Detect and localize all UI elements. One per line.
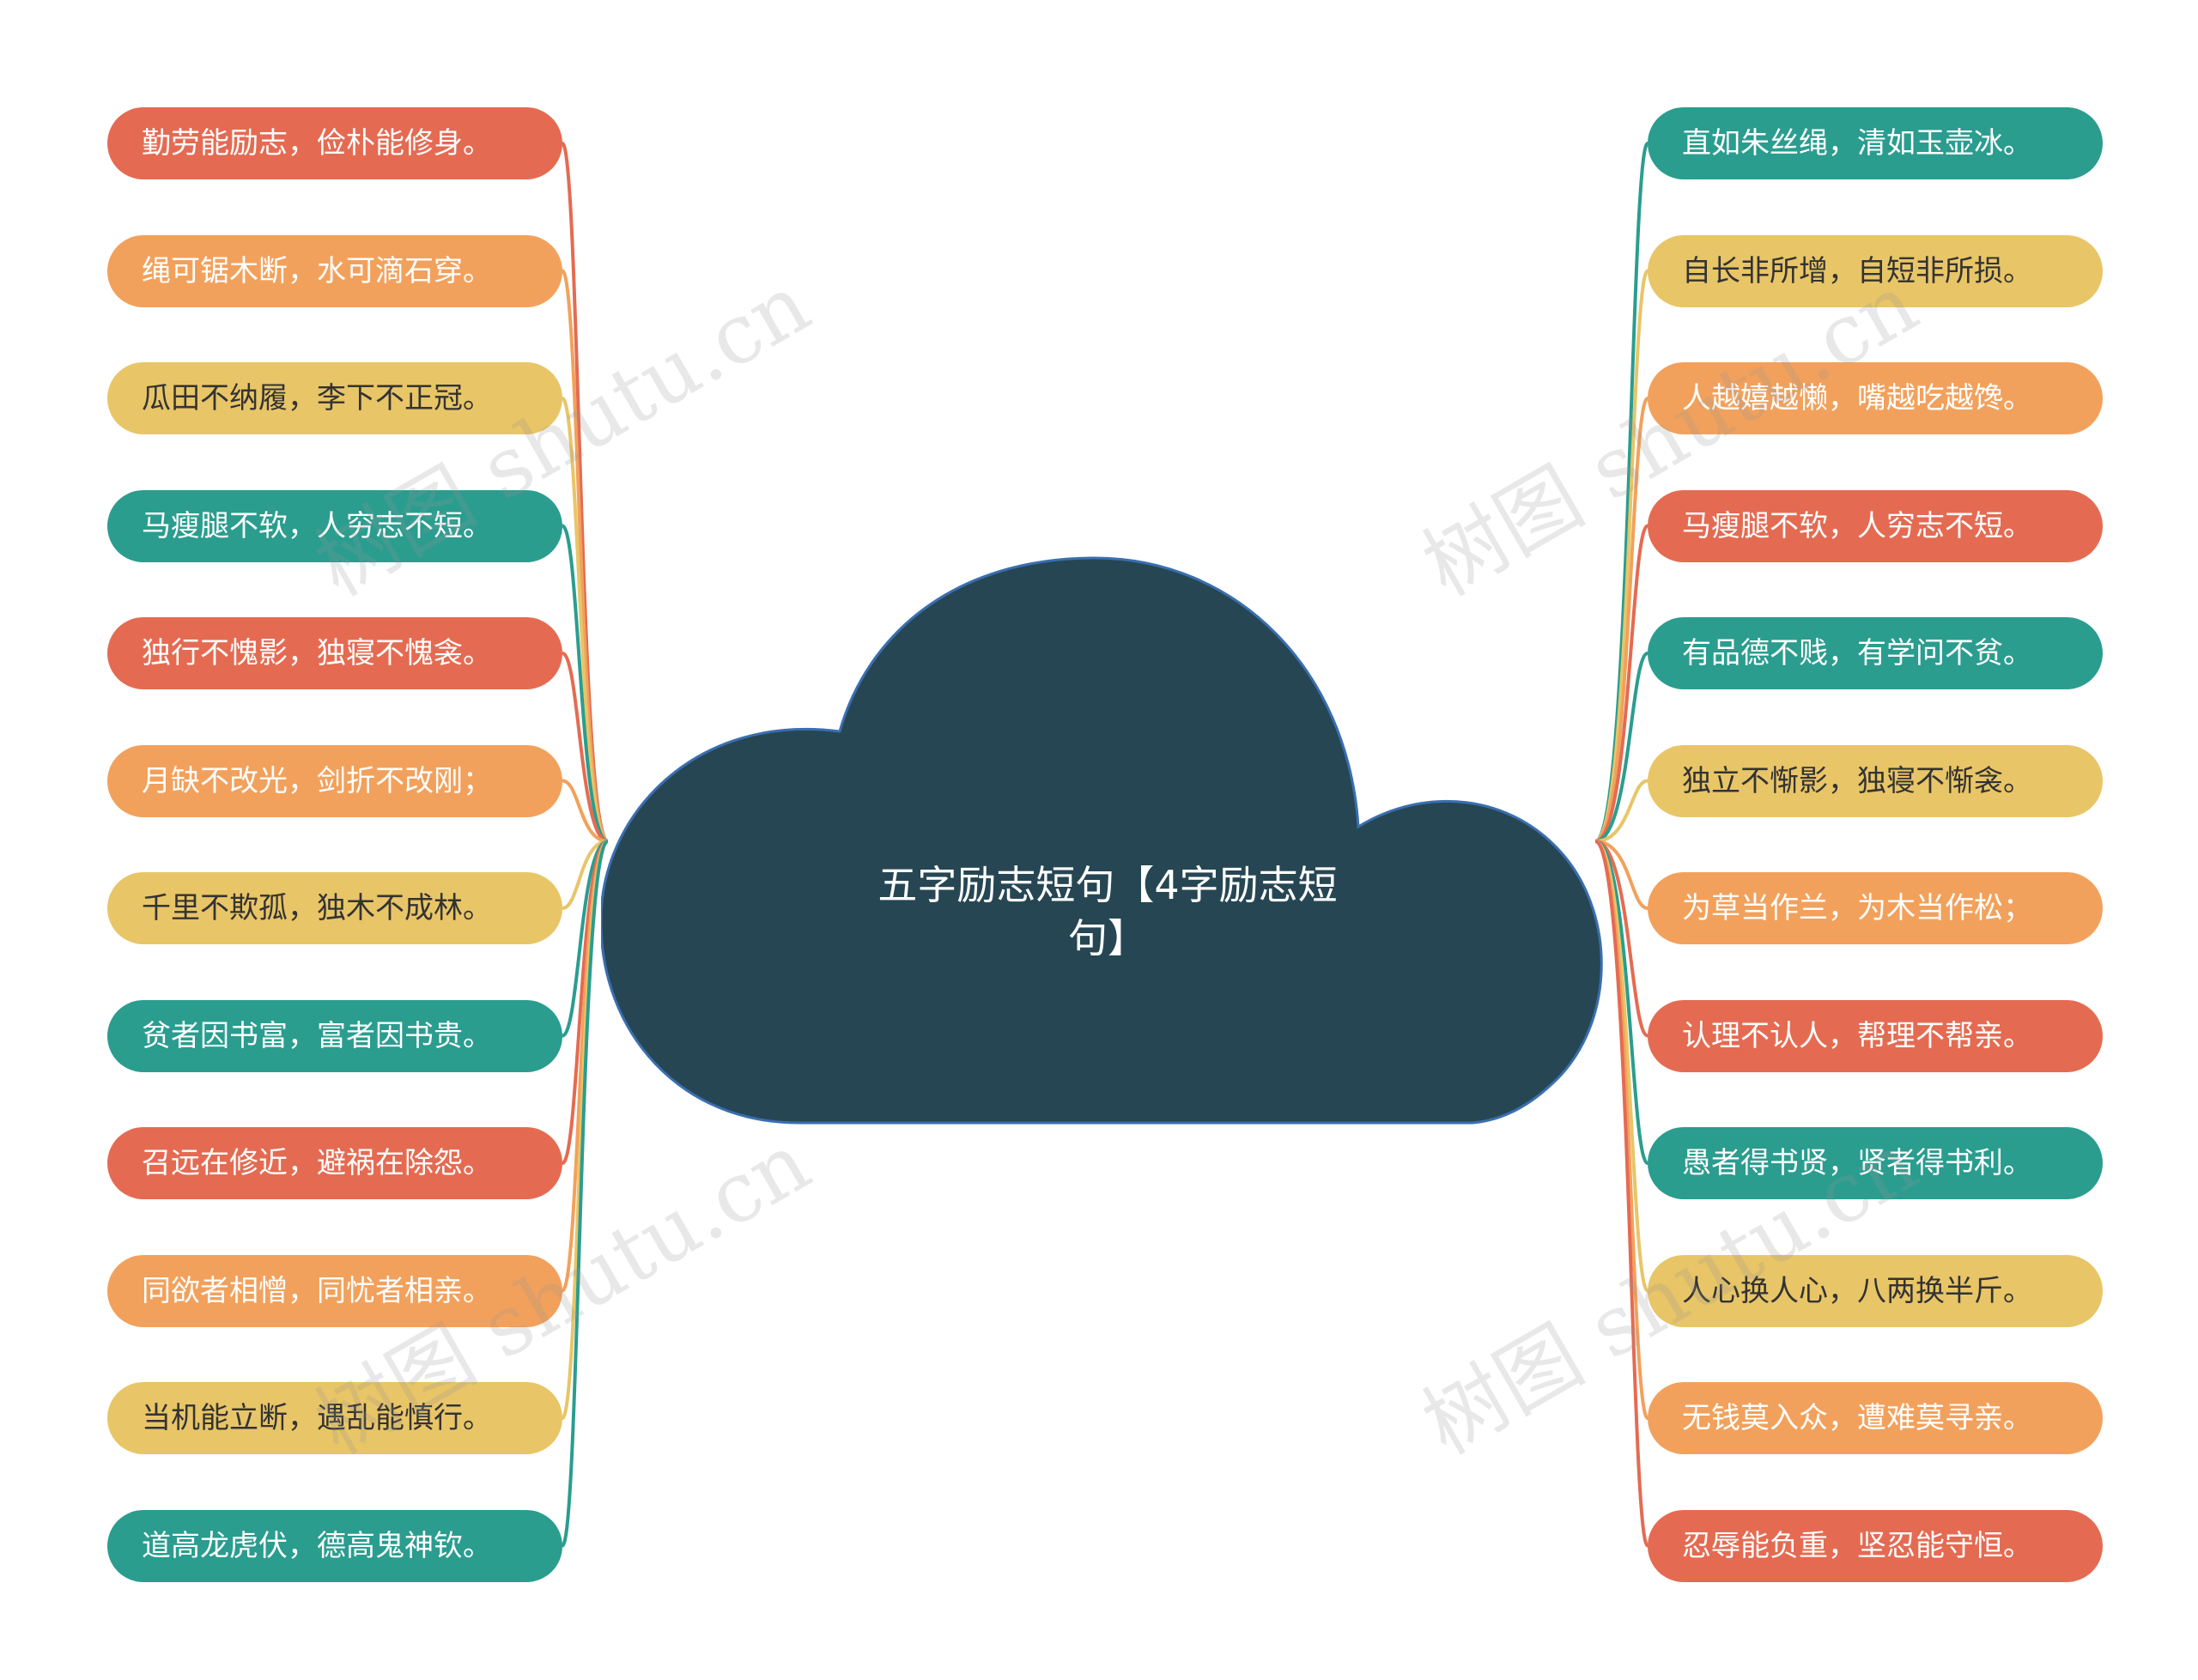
right-branch-node[interactable]: 为草当作兰，为木当作松； bbox=[1648, 872, 2103, 944]
left-branch-node[interactable]: 月缺不改光，剑折不改刚； bbox=[107, 744, 562, 817]
left-connector-line bbox=[561, 397, 610, 843]
left-branch-node[interactable]: 马瘦腿不软，人穷志不短。 bbox=[107, 489, 562, 562]
right-branch-node[interactable]: 愚者得书贤，贤者得书利。 bbox=[1648, 1127, 2103, 1199]
right-connector-line bbox=[1594, 840, 1649, 1038]
left-connector-line bbox=[561, 840, 609, 1038]
left-connector-line bbox=[562, 840, 609, 910]
left-branch-node[interactable]: 千里不欺孤，独木不成林。 bbox=[107, 872, 562, 944]
right-connector-line bbox=[1594, 397, 1649, 843]
left-branch-node[interactable]: 道高龙虎伏，德高鬼神钦。 bbox=[107, 1509, 562, 1582]
right-branch-node[interactable]: 独立不惭影，独寝不惭衾。 bbox=[1648, 744, 2103, 817]
left-connector-line bbox=[561, 652, 609, 843]
left-branch-node[interactable]: 勤劳能励志，俭朴能修身。 bbox=[107, 107, 562, 179]
left-branch-node[interactable]: 召远在修近，避祸在除怨。 bbox=[107, 1127, 562, 1199]
left-connector-line bbox=[562, 779, 609, 843]
central-topic-title: 五字励志短句【4字励志短句】 bbox=[877, 862, 1338, 961]
right-branch-node[interactable]: 自长非所增，自短非所损。 bbox=[1648, 234, 2103, 307]
right-branch-node[interactable]: 有品德不贱，有学问不贫。 bbox=[1648, 617, 2103, 689]
right-connector-line bbox=[1594, 779, 1648, 843]
right-connector-line bbox=[1594, 524, 1649, 843]
left-branch-node[interactable]: 同欲者相憎，同忧者相亲。 bbox=[107, 1254, 562, 1327]
left-branch-node[interactable]: 贫者因书富，富者因书贵。 bbox=[107, 999, 562, 1072]
right-branch-node[interactable]: 直如朱丝绳，清如玉壶冰。 bbox=[1648, 107, 2103, 179]
right-connector-line bbox=[1594, 840, 1649, 1548]
right-connector-line bbox=[1594, 652, 1649, 843]
left-connector-line bbox=[561, 524, 609, 843]
cloud-shape bbox=[601, 556, 1603, 1125]
central-cloud-node[interactable] bbox=[601, 549, 1610, 1133]
left-branch-node[interactable]: 绳可锯木断，水可滴石穿。 bbox=[107, 234, 562, 307]
left-branch-node[interactable]: 独行不愧影，独寝不愧衾。 bbox=[107, 617, 562, 689]
right-connector-line bbox=[1594, 840, 1648, 910]
right-branch-node[interactable]: 马瘦腿不软，人穷志不短。 bbox=[1648, 489, 2103, 562]
right-branch-node[interactable]: 人越嬉越懒，嘴越吃越馋。 bbox=[1648, 362, 2103, 434]
left-branch-node[interactable]: 瓜田不纳履，李下不正冠。 bbox=[107, 362, 562, 434]
right-branch-node[interactable]: 认理不认人，帮理不帮亲。 bbox=[1648, 999, 2103, 1072]
right-branch-node[interactable]: 忍辱能负重，坚忍能守恒。 bbox=[1648, 1509, 2103, 1582]
right-branch-node[interactable]: 人心换人心，八两换半斤。 bbox=[1648, 1254, 2103, 1327]
left-branch-node[interactable]: 当机能立断，遇乱能慎行。 bbox=[107, 1382, 562, 1454]
right-branch-node[interactable]: 无钱莫入众，遭难莫寻亲。 bbox=[1648, 1382, 2103, 1454]
right-connector-line bbox=[1594, 269, 1649, 843]
left-connector-line bbox=[561, 840, 610, 1548]
